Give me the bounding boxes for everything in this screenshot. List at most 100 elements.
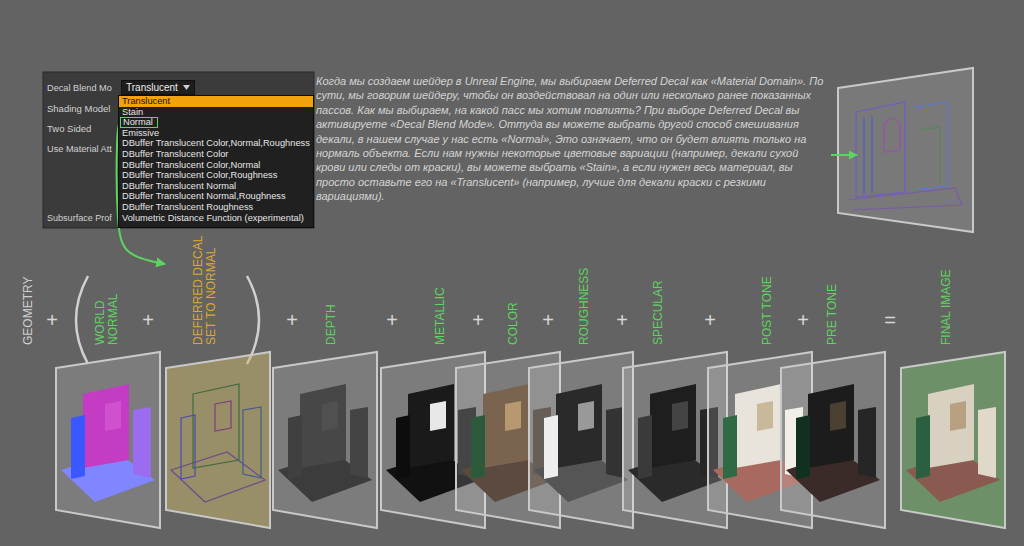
render-shape: [578, 401, 594, 431]
operator-sign: +: [142, 309, 154, 331]
pass-frame: ROUGHNESS: [528, 261, 634, 532]
pass-label: DEPTH: [325, 304, 338, 345]
panel-label: Use Material Att: [47, 143, 112, 155]
option-text: Stain: [122, 107, 143, 118]
pass-label: FINAL IMAGE: [940, 269, 953, 345]
render-shape: [430, 401, 446, 431]
render-shape: [171, 452, 265, 502]
pass-thumbnail: [165, 219, 271, 532]
render-shape: [735, 384, 781, 468]
render-shape: [505, 401, 521, 431]
close-bracket: [247, 276, 259, 364]
render-shape: [928, 384, 974, 468]
decal-outline: [856, 102, 905, 197]
render-shape: [471, 415, 485, 479]
render-shape: [650, 384, 696, 468]
panel-label: Subsurface Prof: [47, 212, 112, 224]
frame-outline: [56, 352, 160, 528]
operator-sign: +: [472, 309, 484, 331]
pointer-arrow: [831, 154, 857, 156]
dropdown-field: Translucent: [121, 80, 195, 95]
operator-sign: =: [884, 309, 896, 331]
render-shape: [916, 415, 930, 479]
description-text: Когда мы создаем шейдер в Unreal Engine,…: [316, 74, 828, 204]
render-shape: [483, 384, 529, 468]
render-shape: [606, 407, 624, 478]
option-text: Translucent: [119, 96, 313, 107]
operator-sign: +: [286, 309, 298, 331]
render-shape: [672, 401, 688, 431]
dropdown-arrow: [183, 85, 190, 90]
render-shape: [408, 384, 454, 468]
render-shape: [396, 415, 410, 479]
highlighted-option: Normal: [120, 117, 158, 128]
option-text: DBuffer Translucent Normal: [122, 181, 236, 192]
pass-label: PRE TONE: [826, 284, 839, 345]
editor-panel: [43, 72, 314, 228]
render-shape: [288, 415, 302, 479]
dropdown-list: Normal TranslucentStainEmissiveDBuffer Tr…: [118, 95, 314, 228]
option-text: Normal: [123, 117, 153, 128]
pass-frame: DEPTH: [272, 298, 378, 532]
pass-label: POST TONE: [761, 276, 774, 345]
render-shape: [71, 415, 85, 479]
decal-outline: [864, 116, 872, 194]
operator-sign: +: [704, 309, 716, 331]
axis-label: GEOMETRY: [22, 277, 35, 345]
render-shape: [105, 401, 121, 431]
render-shape: [300, 384, 346, 468]
pass-label: SPECULAR: [652, 280, 665, 345]
operator-sign: +: [46, 309, 58, 331]
panel-label: Two Sided: [47, 123, 91, 135]
pass-label: WORLD NORMAL: [94, 285, 120, 345]
render-shape: [243, 407, 261, 478]
option-text: Emissive: [122, 128, 159, 139]
render-shape: [215, 401, 231, 431]
pass-frame: FINAL IMAGE: [900, 263, 1006, 532]
render-shape: [808, 384, 854, 468]
render-shape: [950, 401, 966, 431]
pass-label: COLOR: [507, 302, 520, 345]
render-shape: [133, 407, 151, 478]
pass-frame: PRE TONE: [780, 278, 886, 532]
field-text: Translucent: [126, 81, 178, 94]
operator-sign: +: [616, 309, 628, 331]
option-text: DBuffer Translucent Color,Normal: [122, 160, 260, 171]
render-shape: [556, 384, 602, 468]
render-shape: [978, 407, 996, 478]
render-shape: [544, 415, 558, 479]
option-text: DBuffer Translucent Color: [122, 149, 228, 160]
frame-outline: [529, 352, 633, 528]
decal-outline: [884, 118, 900, 152]
panel-label: Decal Blend Mo: [47, 82, 112, 94]
option-text: Volumetric Distance Function (experiment…: [122, 213, 304, 224]
option-text: DBuffer Translucent Color,Roughness: [122, 170, 277, 181]
decal-preview-frame: [838, 68, 973, 232]
frame-outline: [901, 352, 1005, 528]
option-text: DBuffer Translucent Roughness: [122, 202, 253, 213]
render-shape: [181, 415, 195, 479]
operator-sign: +: [797, 309, 809, 331]
render-shape: [638, 415, 652, 479]
pass-label: ROUGHNESS: [578, 268, 591, 345]
panel-label: Shading Model: [47, 103, 110, 115]
pass-label: DEFERRED DECAL SET TO NORMAL: [192, 225, 218, 345]
operator-sign: +: [542, 309, 554, 331]
render-shape: [796, 415, 810, 479]
frame-outline: [166, 352, 270, 528]
frame-outline: [781, 352, 885, 528]
render-shape: [757, 401, 773, 431]
pass-thumbnail: [900, 263, 1006, 532]
render-shape: [350, 407, 368, 478]
decal-normal-lines: [848, 102, 962, 210]
operator-sign: +: [386, 309, 398, 331]
render-shape: [193, 384, 239, 468]
open-bracket: [76, 276, 88, 364]
option-text: DBuffer Translucent Normal,Roughness: [122, 191, 286, 202]
render-shape: [83, 384, 129, 468]
frame-outline: [273, 352, 377, 528]
render-shape: [830, 401, 846, 431]
decal-outline: [920, 127, 940, 185]
pass-frame: DEFERRED DECAL SET TO NORMAL: [165, 219, 271, 532]
